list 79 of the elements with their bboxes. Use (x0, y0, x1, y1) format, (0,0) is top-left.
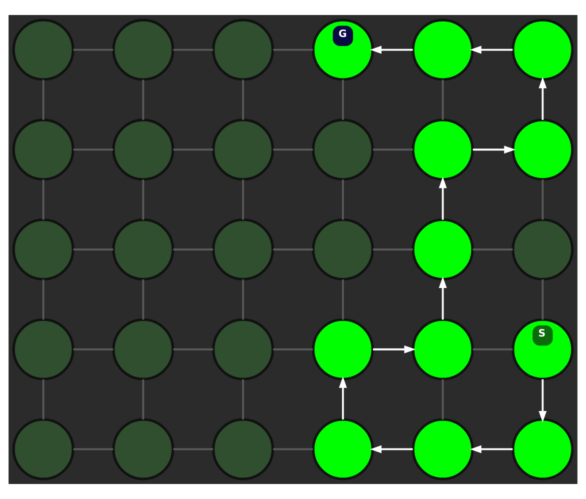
node-circle (412, 318, 474, 380)
connector (242, 80, 244, 120)
connector (273, 148, 313, 151)
connector (472, 348, 513, 350)
connector (73, 448, 114, 450)
arrow (470, 46, 513, 54)
node-circle (512, 18, 574, 81)
connector (372, 148, 413, 151)
connector (442, 80, 444, 120)
connector (173, 448, 214, 450)
arrow (470, 445, 513, 454)
arrow (370, 445, 413, 454)
connector (542, 180, 544, 220)
connector (73, 48, 114, 51)
node-circle (412, 218, 474, 280)
connector (42, 180, 44, 220)
connector (173, 348, 214, 350)
connector (242, 379, 244, 420)
node-circle (12, 18, 74, 81)
connector (273, 48, 313, 51)
connector (142, 180, 144, 220)
node-circle (112, 418, 174, 480)
node-circle (312, 118, 374, 181)
node-circle (512, 418, 574, 480)
node-circle (512, 118, 574, 181)
connector (142, 80, 144, 120)
node-circle (12, 418, 74, 480)
node-circle (112, 318, 174, 380)
connector (42, 80, 44, 120)
node-circle (412, 418, 474, 480)
arrow (538, 76, 547, 120)
node-circle (12, 318, 74, 380)
node-circle (212, 318, 274, 380)
arrow (372, 345, 416, 354)
node-circle (312, 418, 374, 480)
connector (273, 448, 313, 450)
connector (73, 248, 114, 250)
node-circle (312, 218, 374, 280)
arrow (438, 276, 447, 320)
node-circle: G (312, 18, 374, 81)
connector (273, 348, 313, 350)
connector (542, 279, 544, 320)
connector (173, 248, 214, 250)
node-circle (112, 218, 174, 280)
node-circle (12, 218, 74, 280)
node-circle (212, 418, 274, 480)
node-circle (512, 218, 574, 280)
connector (42, 379, 44, 420)
node-circle (212, 218, 274, 280)
arrow (370, 46, 413, 54)
arrow (438, 176, 447, 220)
node-circle (212, 118, 274, 181)
connector (173, 48, 214, 51)
node-circle: S (512, 318, 574, 380)
arrow (472, 146, 516, 154)
connector (372, 248, 413, 250)
arrow (338, 376, 347, 420)
arrow (538, 379, 547, 422)
connector (242, 180, 244, 220)
connector (442, 379, 444, 420)
connector (142, 279, 144, 320)
connector (342, 279, 344, 320)
connector (73, 348, 114, 350)
connector (173, 148, 214, 151)
connector (142, 379, 144, 420)
connector (242, 279, 244, 320)
connector (42, 279, 44, 320)
connector (342, 80, 344, 120)
connector (273, 248, 313, 250)
node-circle (412, 118, 474, 181)
node-circle (12, 118, 74, 181)
node-circle (412, 18, 474, 81)
connector (342, 180, 344, 220)
node-circle (212, 18, 274, 81)
connector (472, 248, 513, 250)
connector (73, 148, 114, 151)
node-circle (112, 18, 174, 81)
node-circle (312, 318, 374, 380)
node-circle (112, 118, 174, 181)
